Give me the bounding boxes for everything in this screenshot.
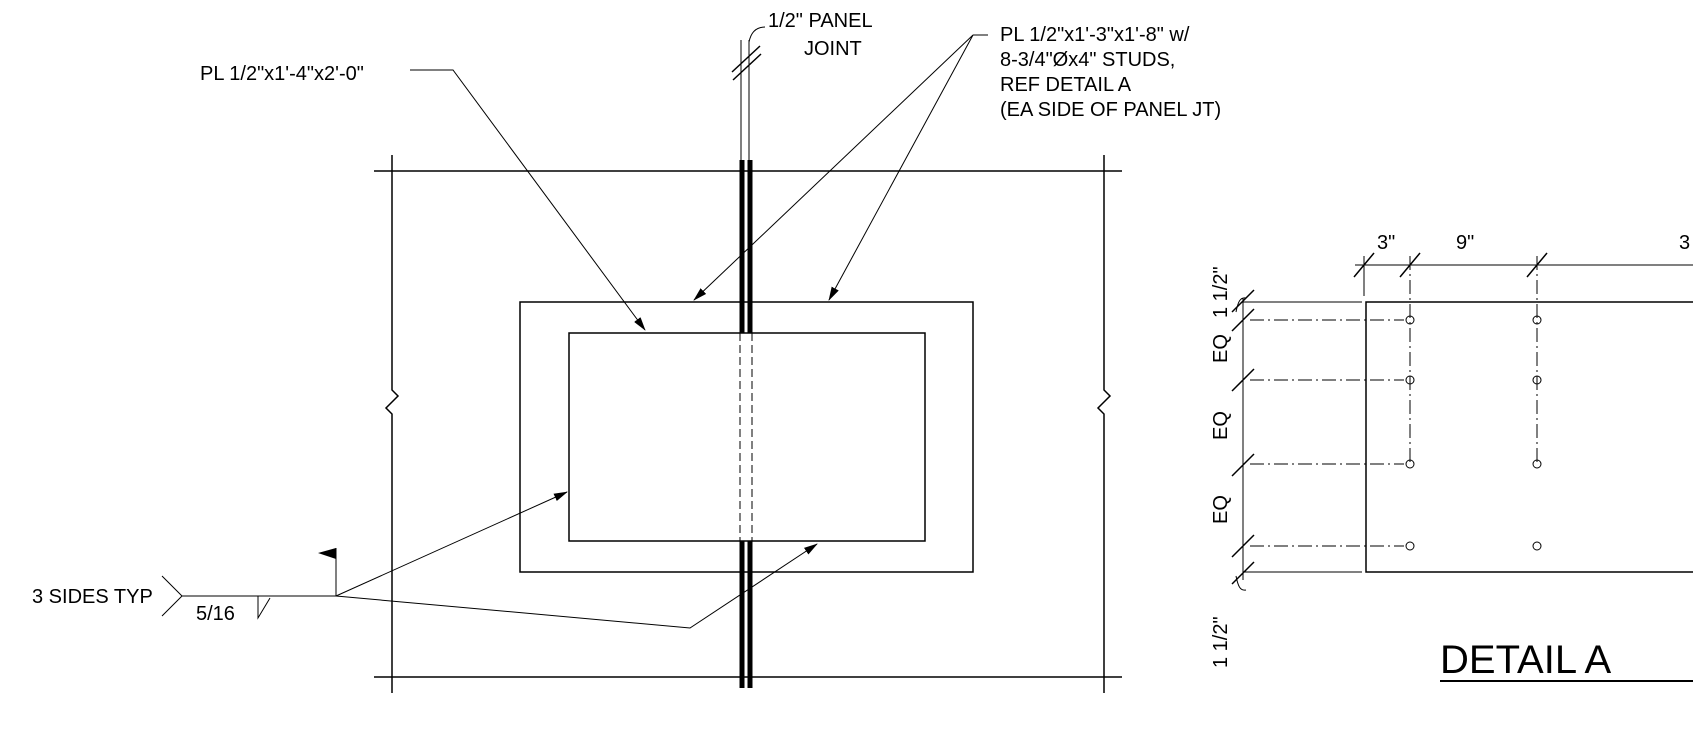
plate-b-label-line3: REF DETAIL A: [1000, 74, 1132, 96]
detail-a: 3" 9" 3 1 1/2" 1 1/2" EQ EQ EQ DETAIL A: [1210, 232, 1693, 682]
stud-circle: [1532, 375, 1542, 385]
plate-b-label-line1: PL 1/2"x1'-3"x1'-8" w/: [1000, 24, 1190, 46]
weld-leader-2: [335, 543, 818, 629]
detail-plate-outline: [1365, 301, 1693, 573]
weld-symbol: [161, 491, 818, 629]
main-plan-view: 1/2" PANEL JOINT PL 1/2"x1'-4"x2'-0" PL …: [32, 10, 1221, 693]
weld-note-label: 3 SIDES TYP: [32, 586, 153, 608]
detail-eq-3: EQ: [1210, 495, 1232, 524]
detail-eq-1: EQ: [1210, 334, 1232, 363]
detail-dim-top: 1 1/2": [1210, 266, 1232, 318]
detail-dim-3-left: 3": [1377, 232, 1395, 254]
left-break-line: [384, 155, 400, 693]
detail-eq-2: EQ: [1210, 411, 1232, 440]
detail-studs: [1405, 315, 1542, 551]
panel-joint-leader: [748, 26, 766, 43]
stud-circle: [1532, 459, 1542, 469]
detail-title: DETAIL A: [1440, 638, 1611, 682]
detail-dim-9: 9": [1456, 232, 1474, 254]
plate-a-leader: [410, 69, 646, 331]
weld-size-label: 5/16: [196, 603, 235, 625]
detail-dim-3-right: 3: [1679, 232, 1690, 254]
stud-circle: [1405, 375, 1415, 385]
stud-circle: [1405, 541, 1415, 551]
plate-a-label: PL 1/2"x1'-4"x2'-0": [200, 63, 364, 85]
right-break-line: [1096, 155, 1112, 693]
weld-leader-1: [335, 491, 568, 597]
panel-joint: [731, 40, 762, 688]
outer-plate: [519, 301, 974, 573]
stud-circle: [1532, 541, 1542, 551]
stud-circle: [1405, 459, 1415, 469]
panel-joint-label-line2: JOINT: [804, 38, 862, 60]
stud-circle: [1405, 315, 1415, 325]
plate-b-label-line2: 8-3/4"Øx4" STUDS,: [1000, 49, 1175, 71]
plate-b-label-line4: (EA SIDE OF PANEL JT): [1000, 99, 1221, 121]
inner-plate: [568, 332, 926, 542]
plate-b-leader-2: [828, 34, 974, 301]
plate-b-leader-1: [693, 34, 974, 301]
stud-circle: [1532, 315, 1542, 325]
panel-joint-label-line1: 1/2" PANEL: [768, 10, 873, 32]
detail-dim-bottom: 1 1/2": [1210, 616, 1232, 668]
